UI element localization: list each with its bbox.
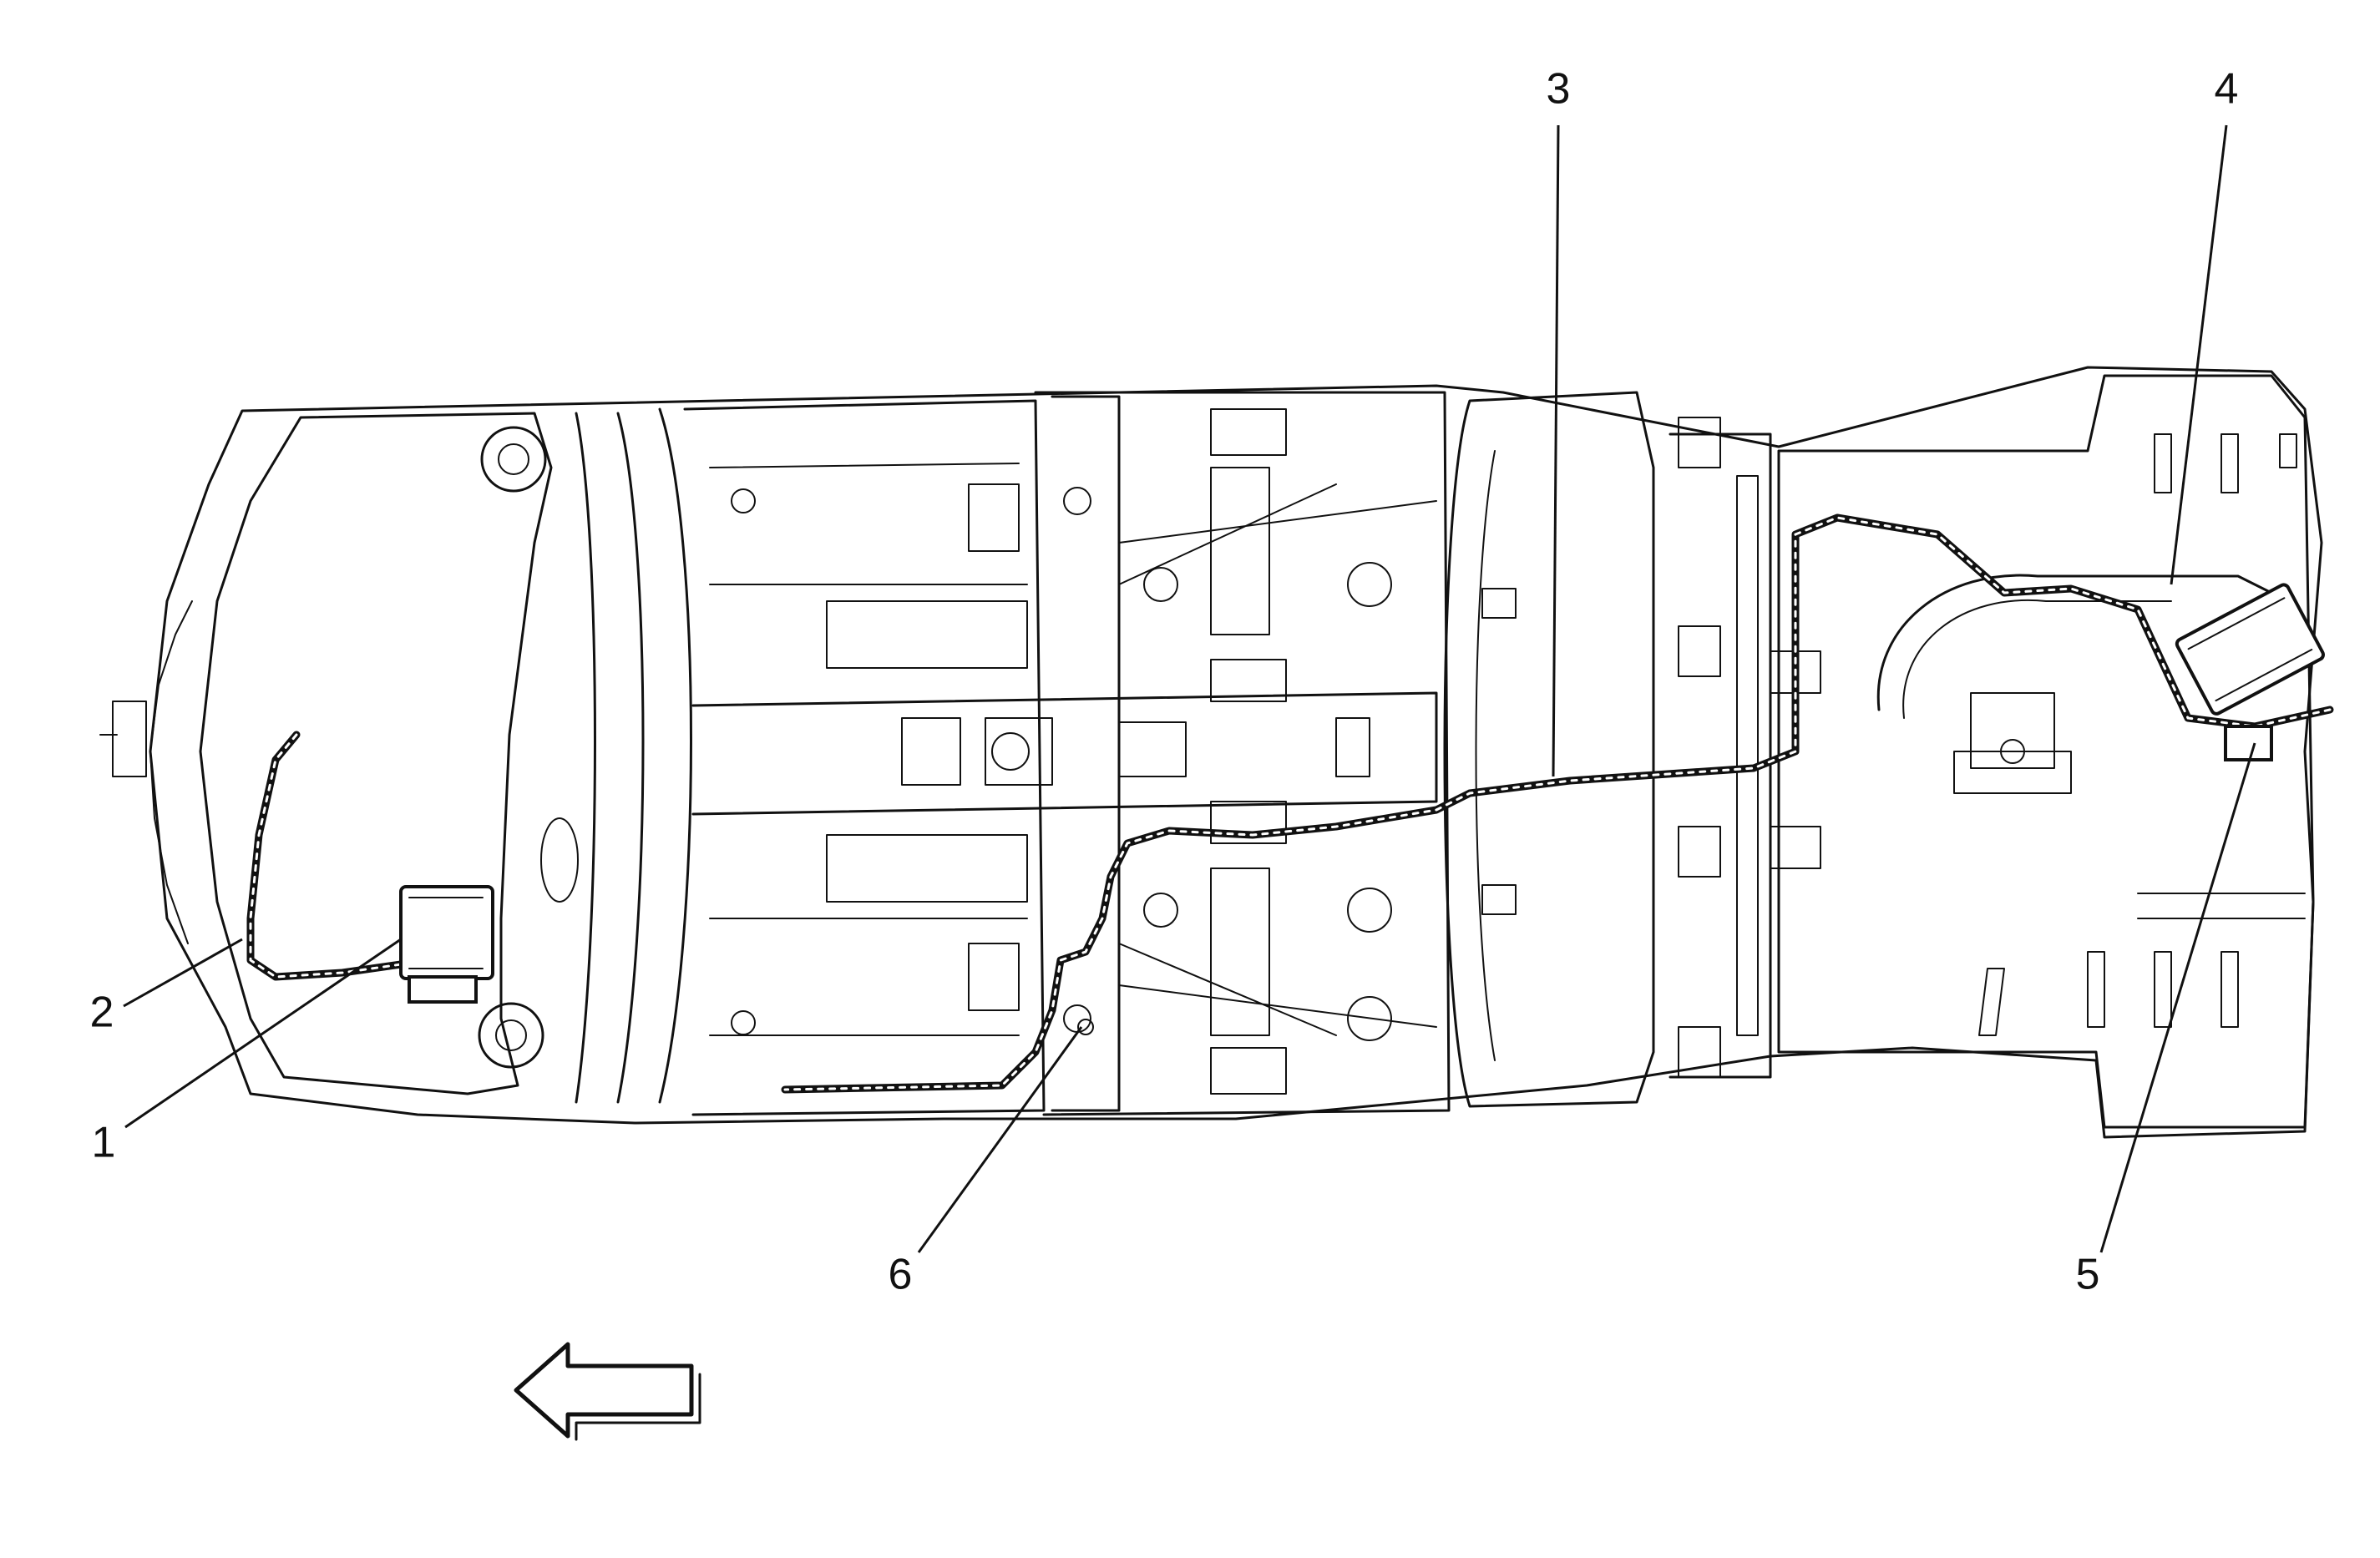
front-module-detail xyxy=(408,897,484,969)
rear-crossmember-rails xyxy=(1736,475,1759,1036)
trunk-slots-lower xyxy=(1978,951,2239,1036)
rear-module-connector xyxy=(2224,725,2273,761)
floor-bolt-4 xyxy=(1143,893,1178,928)
rear-floor-well xyxy=(1443,391,1655,1108)
floor-bolt-1 xyxy=(1063,487,1091,515)
floor-bolt-5 xyxy=(731,488,756,513)
middle-floor-diagonal-upper xyxy=(1118,483,1437,585)
vehicle-underbody xyxy=(99,366,2323,1139)
rear-wheel-well-arch xyxy=(1876,574,2290,711)
middle-floor-plug-lower xyxy=(1347,996,1392,1041)
front-floor-pan xyxy=(683,399,1046,1116)
spare-tire-bracket xyxy=(1953,692,2072,794)
firewall-curve-outer xyxy=(575,412,596,1104)
callout-2: 2 xyxy=(90,989,114,1037)
rear-module xyxy=(2175,583,2325,716)
front-floor-rib-upper xyxy=(709,463,1028,669)
callout-4: 4 xyxy=(2215,65,2239,114)
callout-3: 3 xyxy=(1547,65,1571,114)
front-crossmember xyxy=(149,600,193,944)
leader-6 xyxy=(917,1026,1083,1253)
harness-grommet xyxy=(1077,1019,1094,1035)
front-arrow-icon xyxy=(514,1342,701,1441)
callout-5: 5 xyxy=(2076,1251,2100,1299)
front-control-module xyxy=(399,885,494,980)
front-strut-mount-upper xyxy=(480,426,547,493)
rear-floor-well-inner xyxy=(1475,450,1496,1061)
harness-main-run-core xyxy=(783,516,2332,1091)
middle-floor-plug-mid xyxy=(1347,888,1392,933)
leader-4 xyxy=(2170,124,2228,585)
rear-control-module xyxy=(2175,583,2325,716)
harness-front-run-core xyxy=(249,733,403,979)
middle-floor-rib-left xyxy=(1210,467,1270,1036)
front-module xyxy=(399,885,494,1004)
middle-crossmember-left xyxy=(1051,395,1121,1112)
front-floor-rib-lower xyxy=(709,834,1028,1036)
leader-1 xyxy=(124,938,402,1129)
tunnel-bolt xyxy=(991,732,1030,771)
front-strut-mount-lower xyxy=(478,1002,544,1069)
callout-leaders xyxy=(123,124,2256,1253)
front-floor-tabs xyxy=(968,483,1020,1011)
harness-front-run xyxy=(246,731,405,981)
front-module-connector xyxy=(408,975,478,1004)
middle-floor-diagonal-lower xyxy=(1118,943,1437,1036)
rear-well-tabs xyxy=(1481,588,1517,915)
leader-3 xyxy=(1552,124,1560,777)
leader-2 xyxy=(123,938,243,1008)
center-tunnel xyxy=(691,691,1438,816)
callout-1: 1 xyxy=(92,1119,116,1167)
floor-bolt-2 xyxy=(1063,1004,1091,1033)
trunk-slots-upper xyxy=(2154,433,2297,493)
front-arrow-shadow xyxy=(575,1373,701,1441)
floor-bolt-6 xyxy=(731,1010,756,1035)
firewall-grommet xyxy=(540,817,579,903)
rear-crossmember xyxy=(1669,432,1772,1079)
body-outline xyxy=(149,366,2323,1139)
callout-6: 6 xyxy=(889,1251,913,1299)
front-strut-mount-upper-inner xyxy=(498,443,529,475)
center-tunnel-detail xyxy=(901,717,1370,786)
middle-floor-plug-upper xyxy=(1347,562,1392,607)
front-arrow-outline xyxy=(514,1342,694,1439)
rear-crossmember-brackets xyxy=(1678,417,1821,1078)
firewall-curve-inner xyxy=(658,407,692,1104)
trunk-floor xyxy=(1777,374,2315,1129)
firewall-curve-mid xyxy=(616,412,645,1104)
callout-labels: 1 2 3 4 5 6 xyxy=(90,65,2239,1299)
antenna-cable-harness xyxy=(246,513,2334,1094)
rear-wheel-well-arch-inner xyxy=(1902,599,2172,719)
front-bumper-mount xyxy=(99,701,147,777)
leader-5 xyxy=(2099,742,2256,1253)
middle-floor-pads xyxy=(1210,408,1287,1095)
spare-tire-bolt xyxy=(2000,739,2025,764)
rear-module-detail xyxy=(2187,597,2313,702)
middle-floor-pan xyxy=(1034,391,1451,1116)
trunk-step xyxy=(2137,893,2306,919)
floor-bolt-3 xyxy=(1143,567,1178,602)
front-strut-mount-lower-inner xyxy=(495,1019,527,1051)
harness-main-run xyxy=(781,513,2334,1094)
engine-bay-outline xyxy=(199,412,553,1095)
